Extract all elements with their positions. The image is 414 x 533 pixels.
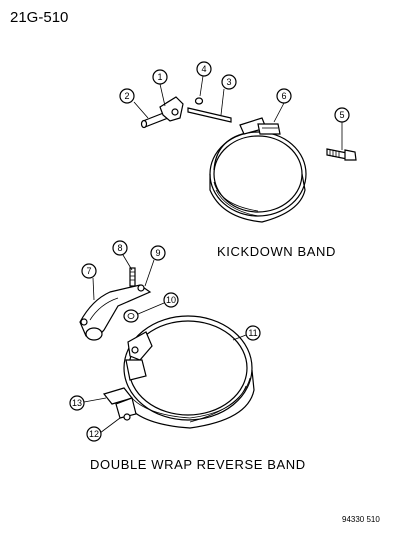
svg-text:9: 9 — [155, 248, 160, 258]
svg-text:3: 3 — [226, 77, 231, 87]
svg-text:2: 2 — [124, 91, 129, 101]
kickdown-band — [209, 117, 307, 223]
adjusting-bolt — [326, 148, 357, 161]
svg-text:10: 10 — [166, 295, 176, 305]
kickdown-label: KICKDOWN BAND — [217, 244, 336, 259]
svg-text:11: 11 — [248, 328, 257, 338]
bushing-part — [194, 97, 204, 105]
callouts-kickdown: 1 2 3 4 5 6 — [119, 61, 350, 150]
svg-text:5: 5 — [339, 110, 344, 120]
footer-code: 94330 510 — [342, 515, 380, 524]
svg-text:4: 4 — [201, 64, 206, 74]
reverse-lever — [79, 284, 152, 341]
svg-text:13: 13 — [72, 398, 82, 408]
callouts-reverse: 7 8 9 10 11 12 13 — [69, 240, 261, 442]
pin-part — [140, 111, 169, 129]
reverse-label: DOUBLE WRAP REVERSE BAND — [90, 457, 306, 472]
reverse-band — [102, 315, 255, 429]
stud-part — [129, 267, 136, 287]
svg-text:7: 7 — [86, 266, 91, 276]
svg-text:1: 1 — [157, 72, 162, 82]
lever-part — [159, 96, 184, 122]
diagram-id: 21G-510 — [10, 9, 68, 26]
pivot-part — [123, 309, 139, 323]
strut-part — [187, 107, 232, 123]
svg-text:12: 12 — [89, 429, 99, 439]
svg-text:8: 8 — [117, 243, 122, 253]
svg-text:6: 6 — [281, 91, 286, 101]
